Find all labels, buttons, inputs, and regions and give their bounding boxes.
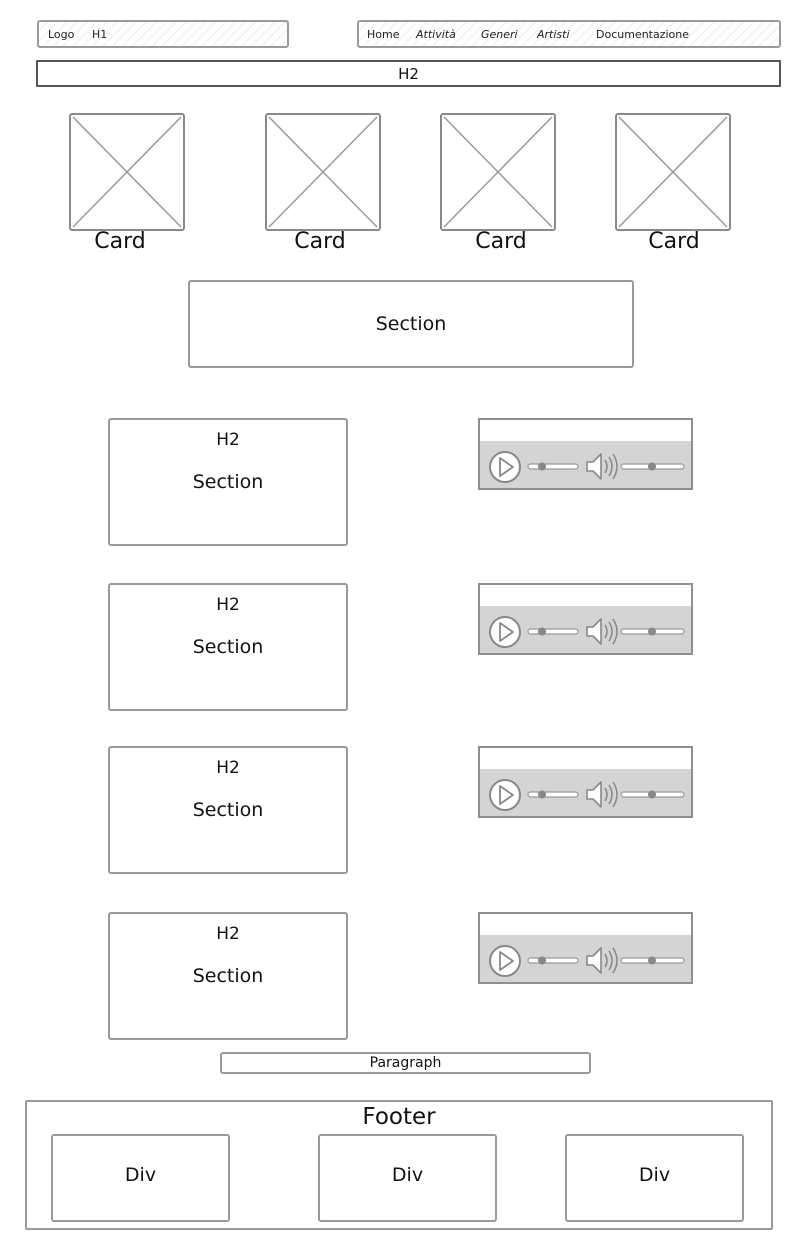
volume-slider[interactable] <box>620 462 685 471</box>
page-title-h1: H1 <box>92 28 108 41</box>
h2-banner: H2 <box>36 60 781 87</box>
card-title[interactable]: Card <box>648 229 700 254</box>
logo[interactable]: Logo <box>48 28 75 41</box>
footer-div-label: Div <box>124 1164 157 1186</box>
volume-slider[interactable] <box>620 956 685 965</box>
main-section-label: Section <box>375 313 447 335</box>
section-box: H2 Section <box>108 746 348 874</box>
paragraph-text: Paragraph <box>369 1055 442 1071</box>
card-title[interactable]: Card <box>475 229 527 254</box>
volume-icon[interactable] <box>586 947 618 974</box>
section-heading: H2 <box>216 758 240 778</box>
nav-documentazione[interactable]: Documentazione <box>596 28 690 41</box>
section-heading: H2 <box>216 924 240 944</box>
progress-slider[interactable] <box>527 627 579 636</box>
nav-generi[interactable]: Generi <box>481 28 518 41</box>
card-image-placeholder <box>615 113 731 231</box>
volume-icon[interactable] <box>586 453 618 480</box>
audio-player[interactable] <box>478 583 693 655</box>
progress-slider[interactable] <box>527 790 579 799</box>
section-box: H2 Section <box>108 912 348 1040</box>
play-icon[interactable] <box>489 779 521 811</box>
section-box: H2 Section <box>108 418 348 546</box>
card-image-placeholder <box>265 113 381 231</box>
main-nav: Home Attività Generi Artisti Documentazi… <box>357 20 781 48</box>
play-icon[interactable] <box>489 616 521 648</box>
h2-banner-text: H2 <box>398 65 419 83</box>
section-heading: H2 <box>216 430 240 450</box>
main-section: Section <box>188 280 634 368</box>
play-icon[interactable] <box>489 451 521 483</box>
footer-div: Div <box>318 1134 497 1222</box>
audio-player[interactable] <box>478 418 693 490</box>
volume-icon[interactable] <box>586 781 618 808</box>
section-label: Section <box>192 471 264 493</box>
nav-artisti[interactable]: Artisti <box>537 28 570 41</box>
header-brand: Logo H1 <box>37 20 289 48</box>
footer-div-label: Div <box>638 1164 671 1186</box>
audio-player[interactable] <box>478 746 693 818</box>
progress-slider[interactable] <box>527 956 579 965</box>
paragraph-box: Paragraph <box>220 1052 591 1074</box>
section-label: Section <box>192 636 264 658</box>
footer-div: Div <box>565 1134 744 1222</box>
footer-title: Footer <box>362 1104 436 1130</box>
card-title[interactable]: Card <box>94 229 146 254</box>
section-box: H2 Section <box>108 583 348 711</box>
footer: Footer Div Div Div <box>25 1100 773 1230</box>
section-label: Section <box>192 799 264 821</box>
play-icon[interactable] <box>489 945 521 977</box>
volume-slider[interactable] <box>620 790 685 799</box>
footer-div: Div <box>51 1134 230 1222</box>
footer-div-label: Div <box>391 1164 424 1186</box>
progress-slider[interactable] <box>527 462 579 471</box>
volume-icon[interactable] <box>586 618 618 645</box>
audio-player[interactable] <box>478 912 693 984</box>
card-image-placeholder <box>69 113 185 231</box>
section-heading: H2 <box>216 595 240 615</box>
card-title[interactable]: Card <box>294 229 346 254</box>
nav-home[interactable]: Home <box>367 28 400 41</box>
nav-attivita[interactable]: Attività <box>416 28 456 41</box>
volume-slider[interactable] <box>620 627 685 636</box>
card-image-placeholder <box>440 113 556 231</box>
section-label: Section <box>192 965 264 987</box>
